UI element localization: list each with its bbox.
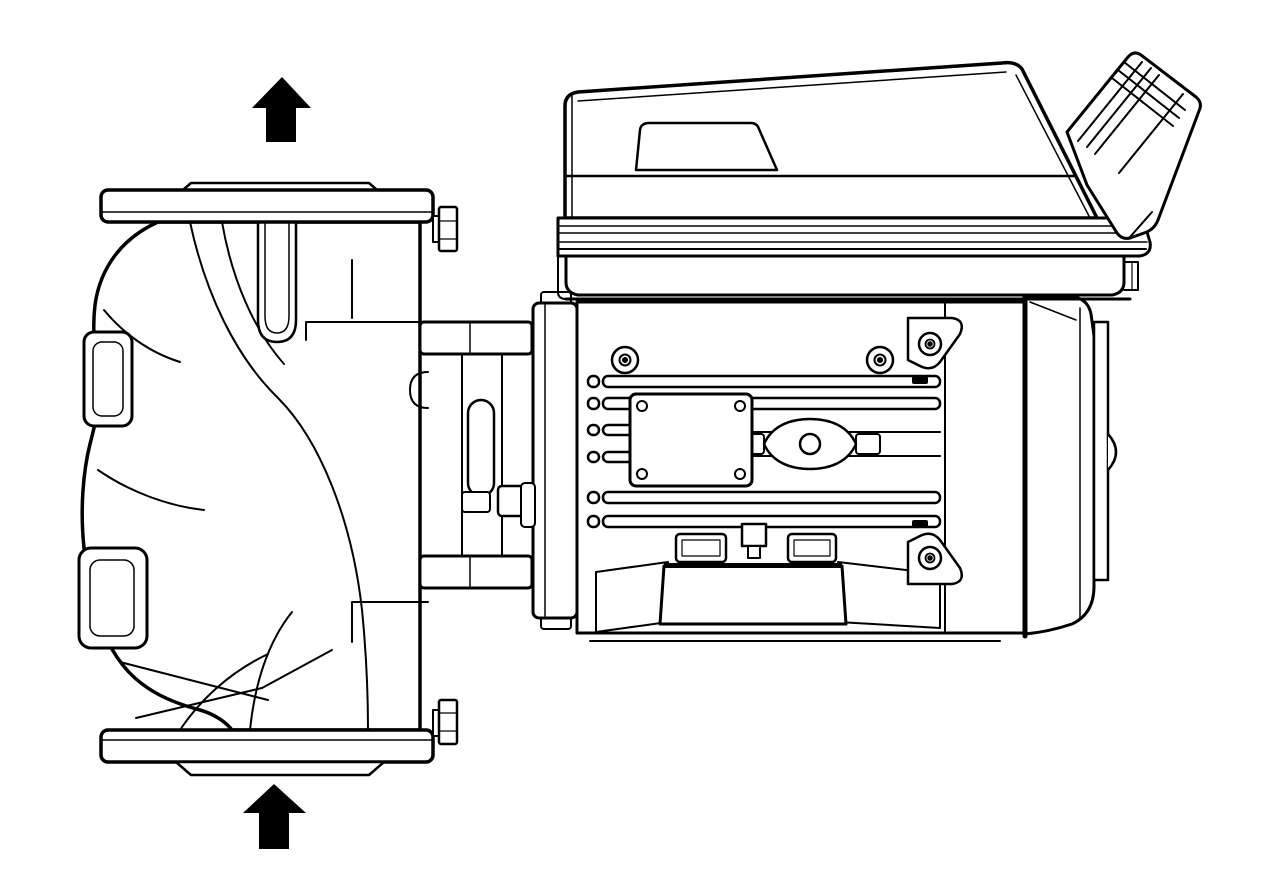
- line-art-root: [77, 51, 1202, 849]
- volute-outline: [80, 220, 422, 732]
- bottom-flange-pad: [174, 760, 386, 777]
- conduit-ridges: [1077, 61, 1186, 238]
- casing-boss-upper-left: [82, 330, 134, 428]
- casing-boss-lower-left: [77, 546, 149, 650]
- motor-housing: [575, 293, 1118, 642]
- bottom-flange-bolt: [432, 698, 459, 746]
- terminal-box-lid: [563, 60, 1099, 220]
- top-flange-slab: [99, 188, 435, 224]
- adapter-slot: [466, 398, 496, 498]
- terminal-box: [556, 60, 1152, 301]
- pump-volute-casing: [77, 220, 429, 732]
- lid-recess: [634, 121, 779, 172]
- top-pipe-flange: [99, 181, 459, 253]
- end-bell: [1022, 293, 1096, 639]
- conduit-connector: [1065, 51, 1202, 240]
- flow-direction-arrow-bottom: [243, 784, 306, 849]
- motor-nameplate: [628, 392, 754, 488]
- shaft-column: [256, 220, 298, 344]
- housing-screws: [610, 345, 895, 375]
- terminal-box-base: [557, 254, 1139, 301]
- top-flange-bolt: [432, 205, 459, 253]
- flow-direction-arrow-top: [252, 77, 311, 142]
- corner-gussets: [906, 316, 963, 586]
- bottom-flange-slab: [99, 728, 435, 764]
- volute-details: [97, 221, 429, 731]
- base-molding-band: [556, 216, 1152, 258]
- motor-flange-plate: [520, 291, 579, 630]
- bottom-pipe-flange: [99, 698, 459, 777]
- mounting-foot: [589, 522, 1001, 642]
- rear-bearing-cap: [1092, 320, 1118, 582]
